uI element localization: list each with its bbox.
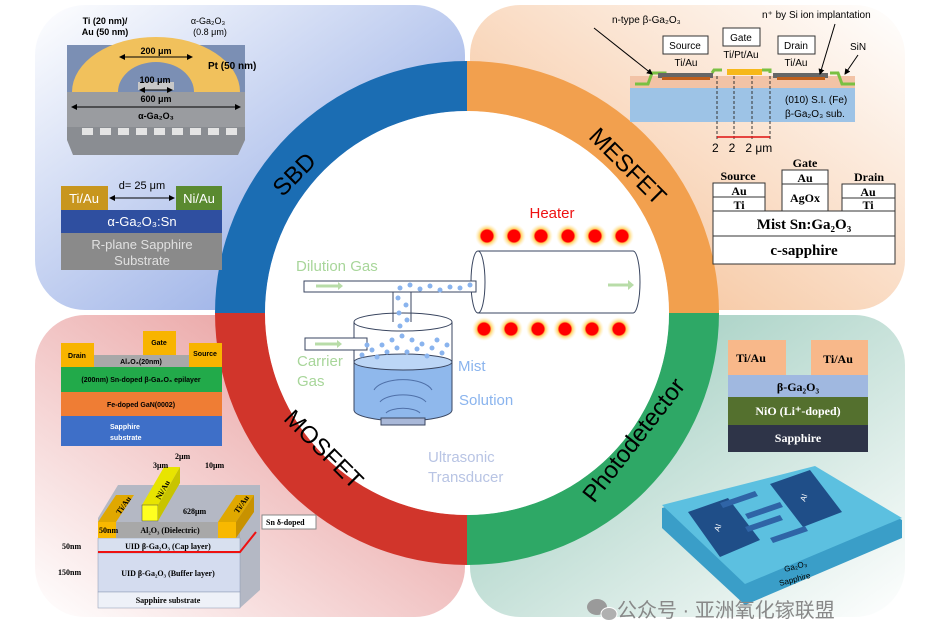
ring-segment-mosfet [215,313,467,565]
mosfet-substrate-line-1: Sapphire [110,424,140,431]
sbd-substrate-label: α-Ga₂O₃ [138,111,174,121]
mesfet-gate-metal: Ti/Pt/Au [723,50,758,61]
sbd-left-contact-label: Ti/Au [69,191,99,206]
mosfet-dim-150nm: 150nm [58,568,81,577]
ring-segment-sbd [215,61,467,313]
mosfet-buffer-label: UID β-Ga₂O₃ (Buffer layer) [121,569,215,578]
mesfet2-drain-ti: Ti [862,198,874,212]
sbd-dim-600: 600 μm [140,94,171,104]
mesfet2-drain-label: Drain [854,170,884,184]
sbd-ga2o3-label-2: (0.8 μm) [193,27,227,37]
photodetector-layer-schematic: Ti/Au Ti/Au β-Ga₂O₃ NiO (Li⁺-doped) Sapp… [728,340,868,452]
mosfet-sn-doped-label: Sn δ-doped [266,518,305,527]
ring-segment-mesfet [467,61,719,313]
mosfet-gan-label: Fe-doped GaN(0002) [107,402,175,409]
mosfet-dim-50nm-cap: 50nm [62,542,81,551]
mosfet-planar-schematic: Drain Gate Source Al₂O₃(20nm) (200nm) Sn… [61,331,222,446]
sbd-ga2o3-label-1: α-Ga₂O₃ [191,16,226,26]
mosfet-epilayer-label: (200nm) Sn-doped β-Ga₂O₃ epilayer [81,377,200,384]
sbd-right-contact-label: Ni/Au [183,191,215,206]
mosfet-cap-label: UID β-Ga₂O₃ (Cap layer) [125,542,211,551]
mosfet-dim-3um: 3μm [153,461,169,470]
pd-contact-right: Ti/Au [823,352,853,366]
sbd-layer-label: α-Ga₂O₃:Sn [107,214,176,229]
mesfet2-source-au: Au [731,184,747,198]
sbd-dim-200: 200 μm [140,46,171,56]
mesfet2-gate-au: Au [797,171,813,185]
pd-electrode-b: Al [798,493,809,503]
mosfet-al2o3-label: Al₂O₃(20nm) [120,359,162,366]
mesfet2-source-label: Source [720,169,756,183]
watermark: 公众号 · 亚洲氧化镓联盟 [587,599,835,622]
sbd-dim-100: 100 μm [139,75,170,85]
mesfet-source-label: Source [669,41,701,52]
mesfet2-source-ti: Ti [733,198,745,212]
carrier-gas-label-2: Gas [297,373,325,390]
pd-contact-left: Ti/Au [736,351,766,365]
sbd-contact-ti-au [61,186,108,210]
solution-label: Solution [459,392,513,409]
sbd-substrate-line-2: Substrate [114,253,170,268]
mesfet2-drain-au: Au [860,185,876,199]
mist-cvd-schematic: Heater Dilution Gas Carrier Gas Mist S [296,205,641,486]
mosfet-dielectric-label: Al₂O₃ (Dielectric) [140,526,200,535]
furnace-tube [478,250,641,314]
mesfet-substrate-line-1: (010) S.I. (Fe) [785,95,847,106]
mesfet-gate-label: Gate [730,33,752,44]
heater-dots-bottom [472,317,631,341]
mist-label: Mist [458,358,486,375]
sbd-substrate-line-1: R-plane Sapphire [91,237,192,252]
heater-label: Heater [529,205,574,222]
mesfet2-gate-agox: AgOx [790,191,820,205]
heater-dots-top [475,224,634,248]
mosfet-substrate-line-2: substrate [110,435,142,442]
mesfet-drain-metal: Ti/Au [785,58,808,69]
mosfet-dim-628um: 628μm [183,507,207,516]
pd-ga2o3-label: β-Ga₂O₃ [777,380,820,394]
mesfet2-mist-layer: Mist Sn:Ga₂O₃ [757,217,852,233]
sbd-3d-device: Ti (20 nm)/ Au (50 nm) α-Ga₂O₃ (0.8 μm) … [67,16,256,155]
dilution-gas-label: Dilution Gas [296,258,378,275]
pd-nio-label: NiO (Li⁺-doped) [755,404,840,418]
mesfet-implant-label: n⁺ by Si ion implantation [762,10,871,21]
mesfet-substrate-line-2: β-Ga₂O₃ sub. [785,109,845,120]
sbd-pt-label: Pt (50 nm) [208,61,256,72]
sbd-distance: d= 25 μm [119,180,165,192]
wechat-icon [587,599,618,621]
mesfet-spacing-label: 2 2 2 μm [712,141,772,155]
photodetector-3d-device: Al Al Ga₂O₃ Sapphire [662,466,902,605]
sbd-ti-au-label-2: Au (50 nm) [82,27,129,37]
mosfet-drain-label: Drain [68,353,86,360]
transducer-label-1: Ultrasonic [428,449,495,466]
mesfet2-gate-label: Gate [793,156,818,170]
mosfet-dim-2um: 2μm [175,452,191,461]
dilution-tube [303,280,477,293]
carrier-gas-label-1: Carrier [297,353,343,370]
device-ring: SBD MESFET MOSFET Photodetector [215,61,719,565]
sbd-contact-ni-au [176,186,222,210]
sbd-lateral-schematic: d= 25 μm Ti/Au Ni/Au α-Ga₂O₃:Sn R-plane … [61,180,222,270]
mosfet-gate-label: Gate [151,340,167,347]
sbd-ti-au-label-1: Ti (20 nm)/ [83,16,128,26]
pd-electrode-a: Al [712,523,723,533]
mosfet-source-label: Source [193,351,217,358]
transducer-label-2: Transducer [428,469,503,486]
mesfet-planar-schematic: n-type β-Ga₂O₃ n⁺ by Si ion implantation… [593,10,871,155]
mosfet-dim-50nm-dielectric: 50nm [99,526,118,535]
mesfet2-c-sapphire: c-sapphire [770,243,838,259]
mosfet-sapphire-label: Sapphire substrate [136,596,201,605]
mesfet-sin-label: SiN [850,42,866,53]
pd-sapphire-label: Sapphire [775,431,822,445]
mist-droplets [359,282,473,360]
watermark-text: 公众号 · 亚洲氧化镓联盟 [617,599,835,622]
mosfet-dim-10um: 10μm [205,461,225,470]
mesfet-ntype-label: n-type β-Ga₂O₃ [612,15,681,26]
mosfet-3d-device: 2μm 3μm 10μm Ti/Au Ni/Au Ti/Au 628μm 50n… [58,452,317,609]
mesfet-drain-label: Drain [784,41,808,52]
mesfet-layer-schematic: Gate Source Drain Au Ti Au AgOx Au Ti Mi… [712,156,896,265]
mesfet-source-metal: Ti/Au [675,58,698,69]
ring-segment-photodetector [467,313,719,565]
